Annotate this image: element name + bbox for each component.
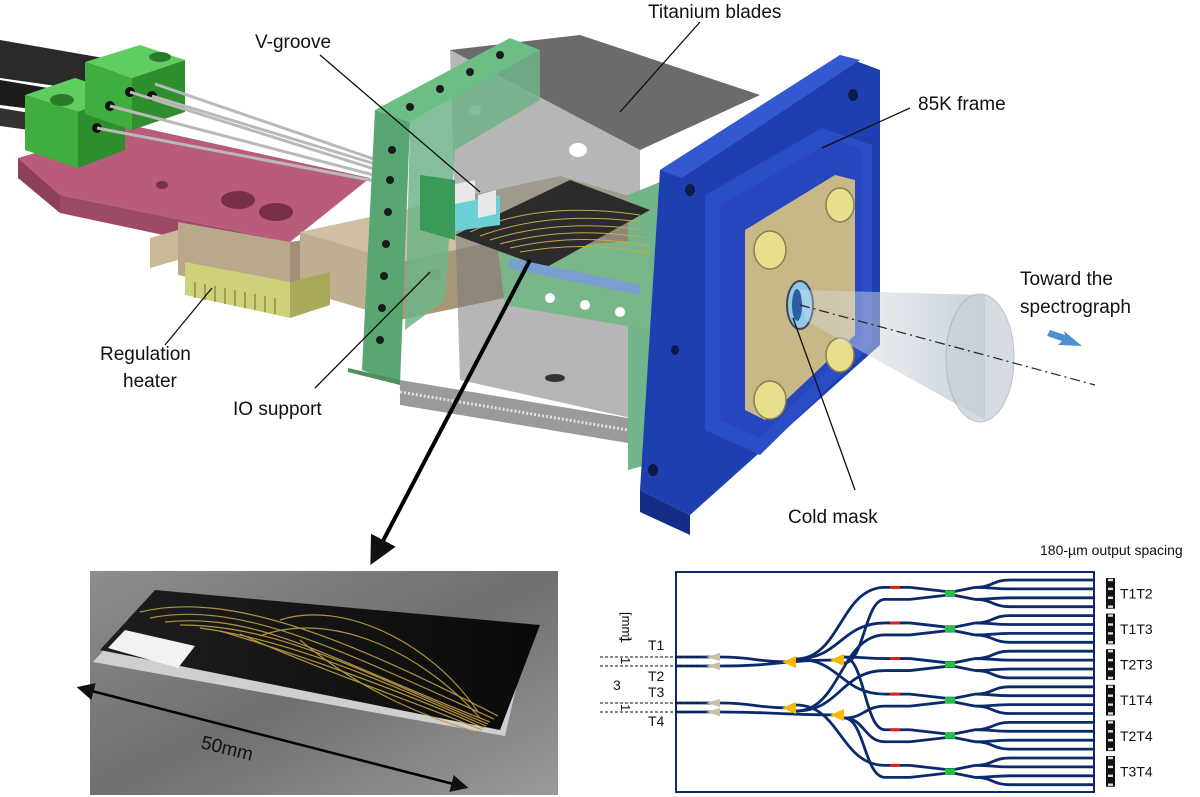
output-label: T2T4 [1120, 728, 1153, 744]
split-y-junction [830, 709, 844, 721]
coupler [945, 697, 955, 704]
split-y-junction [830, 654, 844, 666]
output-detector [1106, 613, 1115, 645]
regulation-heater-block [185, 262, 330, 318]
output-detector [1106, 720, 1115, 752]
output-label: T1T3 [1120, 621, 1153, 637]
output-label: T1T4 [1120, 692, 1153, 708]
input-y-junction [706, 653, 720, 661]
output-pixel [1108, 676, 1113, 680]
label-v-groove: V-groove [255, 32, 331, 53]
output-label: T2T3 [1120, 657, 1153, 673]
output-pixel [1108, 712, 1113, 715]
callout-lines [164, 21, 911, 491]
scale-arrow [76, 683, 469, 792]
io-chip-cad [420, 175, 651, 295]
output-pixel [1108, 774, 1113, 777]
output-pixel [1108, 667, 1113, 671]
junctions [706, 585, 955, 775]
output-pixel [1108, 596, 1113, 599]
input-y-junction [706, 662, 720, 670]
output-pixel [1108, 614, 1113, 617]
output-pixel [1108, 658, 1113, 662]
output-pixel [1108, 730, 1113, 733]
output-pixel [1108, 650, 1113, 653]
output-pixel [1108, 623, 1113, 626]
output-pixel [1108, 641, 1113, 644]
output-pixel [1108, 587, 1113, 591]
input-label: T4 [648, 713, 665, 729]
output-detector [1106, 578, 1115, 609]
output-detector [1106, 684, 1115, 716]
coupler [945, 625, 955, 632]
dim-value-3: 3 [613, 677, 621, 693]
coupler [945, 768, 955, 775]
blue-85k-frame [640, 55, 880, 535]
waveguides [676, 578, 1094, 787]
dim-value-4: 1 [618, 704, 633, 711]
output-detector [1106, 756, 1115, 787]
dimension-guides [600, 656, 700, 713]
label-toward-line2: spectrograph [1020, 297, 1131, 318]
label-regulation-line1: Regulation [100, 344, 191, 365]
split-y-junction [782, 702, 796, 714]
output-pixel [1108, 721, 1113, 724]
label-cold-mask: Cold mask [788, 507, 878, 528]
label-85k-frame: 85K frame [918, 94, 1006, 115]
chip-photo [90, 571, 558, 795]
output-pixel [1108, 685, 1113, 688]
label-io-support: IO support [233, 399, 322, 420]
dim-value-2: 1 [618, 657, 633, 664]
output-pixel [1108, 694, 1113, 697]
green-clamps [25, 45, 185, 168]
output-pixel [1108, 765, 1113, 769]
coupler [945, 661, 955, 668]
output-pixel [1108, 605, 1113, 608]
fibers [96, 82, 401, 184]
output-pixel [1108, 747, 1113, 751]
output-label: T1T2 [1120, 585, 1153, 601]
split-y-junction [782, 656, 796, 668]
schematic-border [675, 571, 1095, 793]
output-pixel [1108, 578, 1113, 582]
output-pixel [1108, 703, 1113, 706]
chip-schematic [600, 571, 1095, 793]
output-detector [1106, 649, 1115, 680]
output-pixel [1108, 739, 1113, 742]
light-cone [799, 290, 1096, 423]
output-label: T3T4 [1120, 763, 1153, 779]
dim-unit: [mm] [619, 612, 634, 641]
dim-value-1: 1 [618, 636, 633, 643]
direction-arrow [1047, 330, 1082, 346]
input-label: T1 [648, 637, 665, 653]
label-output-spacing: 180-µm output spacing [1040, 542, 1183, 558]
input-y-junction [706, 699, 720, 707]
input-label: T3 [648, 684, 665, 700]
output-pixel [1108, 756, 1113, 760]
zoom-arrow [370, 259, 532, 565]
input-y-junction [706, 708, 720, 716]
output-pixel [1108, 783, 1113, 786]
input-label: T2 [648, 668, 665, 684]
coupler [945, 732, 955, 739]
output-pixel [1108, 632, 1113, 635]
label-titanium-blades: Titanium blades [648, 2, 781, 23]
coupler [945, 590, 955, 597]
label-regulation-line2: heater [123, 371, 178, 392]
label-toward-line1: Toward the [1020, 269, 1113, 290]
